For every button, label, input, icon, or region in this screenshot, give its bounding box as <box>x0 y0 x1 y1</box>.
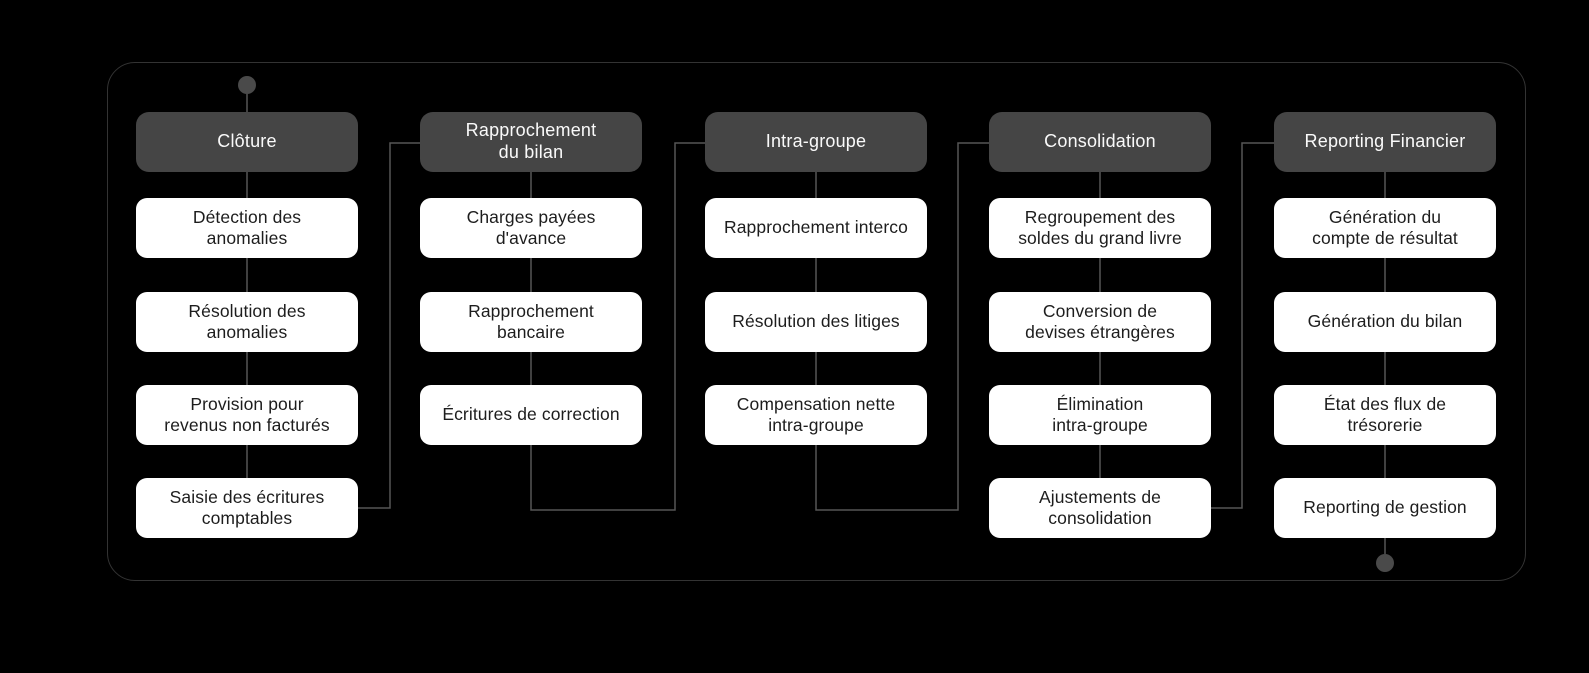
task-generation-compte-de-resultat: Génération du compte de résultat <box>1274 198 1496 258</box>
task-label-line: Détection des <box>192 206 302 227</box>
task-label-line: Élimination <box>1056 393 1144 414</box>
task-provision-revenus-non-factures: Provision pour revenus non facturés <box>136 385 358 445</box>
task-label-line: anomalies <box>206 322 288 342</box>
task-charges-payees-avance: Charges payées d'avance <box>420 198 642 258</box>
phase-header-cloture: Clôture <box>136 112 358 172</box>
task-detection-des-anomalies: Détection des anomalies <box>136 198 358 258</box>
task-label-line: Reporting de gestion <box>1303 497 1467 518</box>
phase-header-reporting-financier: Reporting Financier <box>1274 112 1496 172</box>
task-label-line: bancaire <box>497 322 565 342</box>
flow-end-dot <box>1376 554 1394 572</box>
phase-header-consolidation: Consolidation <box>989 112 1211 172</box>
phase-header-label: Clôture <box>217 131 277 152</box>
task-label-line: soldes du grand livre <box>1018 228 1182 248</box>
task-label-line: intra-groupe <box>768 415 864 435</box>
task-label-line: Regroupement des <box>1024 206 1176 227</box>
task-label-line: consolidation <box>1048 508 1152 528</box>
task-label-line: Génération du <box>1328 206 1442 227</box>
diagram-panel-border <box>107 62 1526 581</box>
task-saisie-ecritures-comptables: Saisie des écritures comptables <box>136 478 358 538</box>
task-conversion-devises-etrangeres: Conversion de devises étrangères <box>989 292 1211 352</box>
task-label-line: Écritures de correction <box>442 404 620 425</box>
task-label-line: Conversion de <box>1042 300 1158 321</box>
task-label-line: revenus non facturés <box>164 415 330 435</box>
task-label-line: intra-groupe <box>1052 415 1148 435</box>
task-elimination-intra-groupe: Élimination intra-groupe <box>989 385 1211 445</box>
task-compensation-nette-intra-groupe: Compensation nette intra-groupe <box>705 385 927 445</box>
task-etat-des-flux-de-tresorerie: État des flux de trésorerie <box>1274 385 1496 445</box>
task-label-line: anomalies <box>206 228 288 248</box>
task-label-line: compte de résultat <box>1312 228 1458 248</box>
task-label-line: Saisie des écritures <box>169 486 325 507</box>
task-resolution-des-anomalies: Résolution des anomalies <box>136 292 358 352</box>
phase-header-label: Intra-groupe <box>765 131 867 152</box>
phase-header-label: Consolidation <box>1044 131 1156 152</box>
task-label-line: Charges payées <box>466 206 596 227</box>
task-rapprochement-interco: Rapprochement interco <box>705 198 927 258</box>
flow-start-dot <box>238 76 256 94</box>
task-rapprochement-bancaire: Rapprochement bancaire <box>420 292 642 352</box>
task-regroupement-soldes-grand-livre: Regroupement des soldes du grand livre <box>989 198 1211 258</box>
phase-header-label: Reporting Financier <box>1304 131 1466 152</box>
task-label-line: Résolution des litiges <box>732 311 900 332</box>
task-resolution-des-litiges: Résolution des litiges <box>705 292 927 352</box>
task-ecritures-de-correction: Écritures de correction <box>420 385 642 445</box>
task-label-line: Ajustements de <box>1038 486 1162 507</box>
phase-header-intra-groupe: Intra-groupe <box>705 112 927 172</box>
task-label-line: Provision pour <box>190 393 304 414</box>
task-generation-du-bilan: Génération du bilan <box>1274 292 1496 352</box>
task-label-line: Rapprochement interco <box>723 217 908 238</box>
task-label-line: Résolution des <box>188 300 306 321</box>
phase-header-rapprochement-du-bilan: Rapprochement du bilan <box>420 112 642 172</box>
task-label-line: État des flux de <box>1323 393 1447 414</box>
task-label-line: devises étrangères <box>1025 322 1175 342</box>
task-label-line: Rapprochement <box>468 300 594 321</box>
phase-header-label: Rapprochement <box>465 120 597 141</box>
task-label-line: comptables <box>201 508 293 528</box>
task-reporting-de-gestion: Reporting de gestion <box>1274 478 1496 538</box>
task-label-line: d'avance <box>495 228 567 248</box>
phase-header-label: du bilan <box>498 142 564 162</box>
task-label-line: Génération du bilan <box>1307 311 1463 332</box>
task-label-line: Compensation nette <box>736 393 896 414</box>
task-ajustements-de-consolidation: Ajustements de consolidation <box>989 478 1211 538</box>
task-label-line: trésorerie <box>1347 415 1423 435</box>
